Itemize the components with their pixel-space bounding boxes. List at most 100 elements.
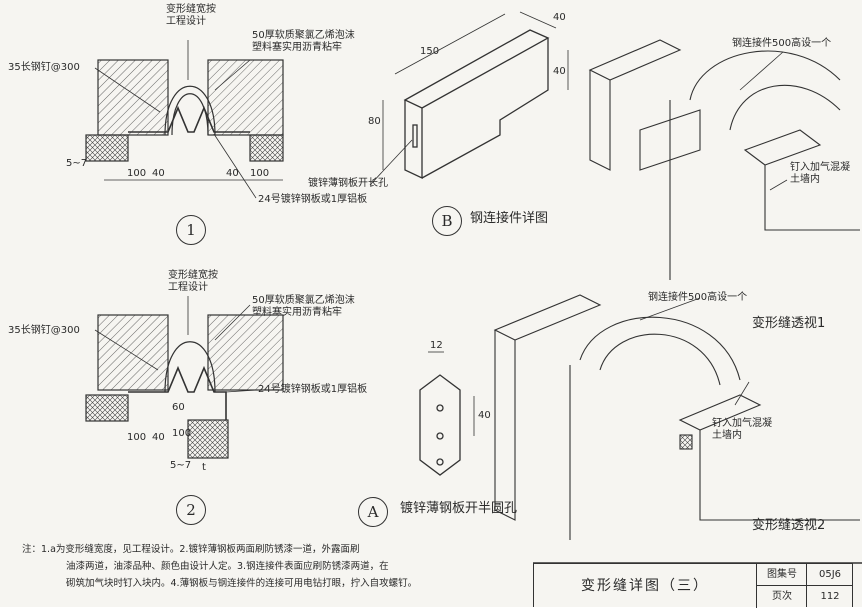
persp-2-connector-leader — [639, 297, 701, 321]
persp-2-left-face — [494, 330, 516, 521]
detail-1-hole-label: 镀锌薄钢板开长孔 — [308, 178, 388, 189]
detail-2-number: 2 — [176, 495, 206, 525]
detail-1-metal-plate — [128, 105, 250, 133]
detail-2-section — [85, 296, 284, 459]
detail-b-letter: B — [432, 206, 462, 236]
detail-2-left-wall-hatch — [97, 314, 169, 391]
persp-1-right-face — [764, 165, 860, 231]
detail-1-right-wall-hatch — [207, 59, 284, 136]
detail-2-right-wall-hatch — [207, 314, 284, 391]
persp-1-foam-outer — [689, 50, 841, 101]
persp-1-nail-leader — [769, 179, 788, 191]
detail-b-dim-150: 150 — [420, 46, 440, 57]
title-block-page-label: 页次 — [756, 586, 807, 607]
detail-1-plate-leader — [213, 133, 257, 199]
detail-1-nail-leader — [94, 67, 161, 113]
detail-2-nail-label: 35长钢钉@300 — [8, 325, 80, 336]
detail-2-left-block — [85, 394, 129, 422]
detail-2-width-label: 变形缝宽按 工程设计 — [168, 270, 218, 293]
detail-b-dim-40-top — [519, 11, 557, 29]
detail-a-plate — [419, 351, 475, 476]
detail-b-side-face — [421, 38, 549, 179]
title-block-atlas-label: 图集号 — [756, 564, 807, 586]
persp-1-connector-leader — [739, 51, 784, 91]
persp-1-nail-label: 钉入加气混凝 土墙内 — [790, 162, 850, 185]
persp-2-foam-outer — [579, 316, 741, 381]
persp-1-left-face — [589, 70, 611, 171]
detail-b-top-flange — [403, 29, 550, 109]
detail-2-foam-leader — [214, 304, 251, 341]
persp-1-connector-label: 钢连接件500高设一个 — [732, 38, 832, 49]
title-block-title: 变形缝详图（三） — [534, 564, 757, 608]
detail-a-title: 镀锌薄钢板开半圆孔 — [400, 501, 518, 516]
detail-a-hole-2 — [436, 432, 444, 440]
detail-1-foam-leader — [214, 59, 251, 91]
detail-2-metal-plate — [128, 365, 227, 420]
detail-2-plate-leader — [225, 389, 257, 393]
detail-a-dim-40: 40 — [478, 410, 491, 421]
persp-2-title: 变形缝透视2 — [752, 518, 826, 533]
detail-b-dim-80: 80 — [368, 116, 381, 127]
persp-2-right-face — [699, 430, 860, 521]
detail-2-dim-t: t — [202, 462, 206, 473]
detail-a-hole-1 — [436, 404, 444, 412]
detail-b-connector — [369, 11, 569, 186]
detail-b-dim-40-side: 40 — [553, 66, 566, 77]
notes-line-2: 油漆两道，油漆品种、颜色由设计人定。3.钢连接件表面应刷防锈漆两道，在 — [66, 561, 389, 572]
persp-1-left-top — [588, 39, 682, 81]
detail-2-nail-leader — [94, 329, 159, 371]
detail-a-letter: A — [358, 497, 388, 527]
persp-1-right-top — [743, 129, 822, 166]
detail-1-width-label: 变形缝宽按 工程设计 — [166, 4, 216, 27]
detail-1-left-block — [85, 134, 129, 162]
persp-1-connector-slot — [639, 109, 701, 171]
detail-1-dim-left-b: 40 — [152, 168, 165, 179]
persp-2-left-top — [493, 294, 602, 341]
detail-1-dim-right-a: 40 — [226, 168, 239, 179]
perspective-1 — [588, 39, 860, 280]
detail-b-slot-hole — [412, 124, 418, 148]
detail-2-foam-arch — [164, 341, 216, 393]
notes-line-1: 注：1.a为变形缝宽度，见工程设计。2.镀锌薄钢板两面刷防锈漆一道，外露面刷 — [22, 544, 360, 555]
detail-b-title: 钢连接件详图 — [470, 211, 549, 226]
notes-line-3: 砌筑加气块时钉入块内。4.薄钢板与钢连接件的连接可用电钻打眼，拧入自攻螺钉。 — [66, 578, 418, 589]
detail-1-dim-side: 5~7 — [66, 158, 88, 169]
title-block: 变形缝详图（三） 图集号 05J6 页次 112 — [533, 563, 853, 608]
detail-2-plate-label: 24号镀锌钢板或1厚铝板 — [258, 384, 368, 395]
persp-1-title: 变形缝透视1 — [752, 316, 826, 331]
detail-1-number: 1 — [176, 215, 206, 245]
detail-b-dim-150 — [394, 13, 506, 75]
detail-a-bent-plate — [419, 374, 461, 476]
persp-2-foam-inner — [599, 333, 721, 386]
detail-b-front-face — [404, 100, 423, 180]
title-block-page-value: 112 — [806, 586, 853, 607]
persp-2-connector-label: 钢连接件500高设一个 — [648, 292, 748, 303]
detail-2-dim-100-h: 100 — [127, 432, 147, 443]
detail-1-foam-label: 50厚软质聚氯乙烯泡沫 塑料塞实用沥青粘牢 — [252, 30, 355, 53]
detail-2-dim-100-v: 100 — [172, 428, 192, 439]
persp-1-foam-inner — [729, 84, 841, 131]
persp-2-nail-leader — [734, 381, 750, 406]
detail-1-foam-arch-inner — [171, 93, 209, 136]
detail-b-hole-leader — [369, 139, 413, 186]
detail-2-lower-block — [187, 419, 229, 459]
perspective-2 — [493, 294, 860, 540]
detail-1-dim-right-b: 100 — [250, 168, 270, 179]
detail-2-dim-60: 60 — [172, 402, 185, 413]
detail-1-plate-label: 24号镀锌钢板或1厚铝板 — [258, 194, 368, 205]
detail-1-left-wall-hatch — [97, 59, 169, 136]
persp-2-block-detail — [679, 434, 693, 450]
persp-2-right-top — [678, 394, 762, 431]
title-block-atlas-value: 05J6 — [806, 564, 853, 586]
detail-1-dim-left-a: 100 — [127, 168, 147, 179]
detail-1-section — [85, 40, 284, 199]
detail-b-dim-40-top: 40 — [553, 12, 566, 23]
detail-2-dim-side: 5~7 — [170, 460, 192, 471]
detail-a-hole-3 — [436, 458, 444, 466]
notes: 注：1.a为变形缝宽度，见工程设计。2.镀锌薄钢板两面刷防锈漆一道，外露面刷 油… — [22, 541, 492, 592]
persp-2-nail-label: 钉入加气混凝 土墙内 — [712, 418, 772, 441]
detail-2-foam-label: 50厚软质聚氯乙烯泡沫 塑料塞实用沥青粘牢 — [252, 295, 355, 318]
detail-a-dim-12: 12 — [430, 340, 443, 351]
